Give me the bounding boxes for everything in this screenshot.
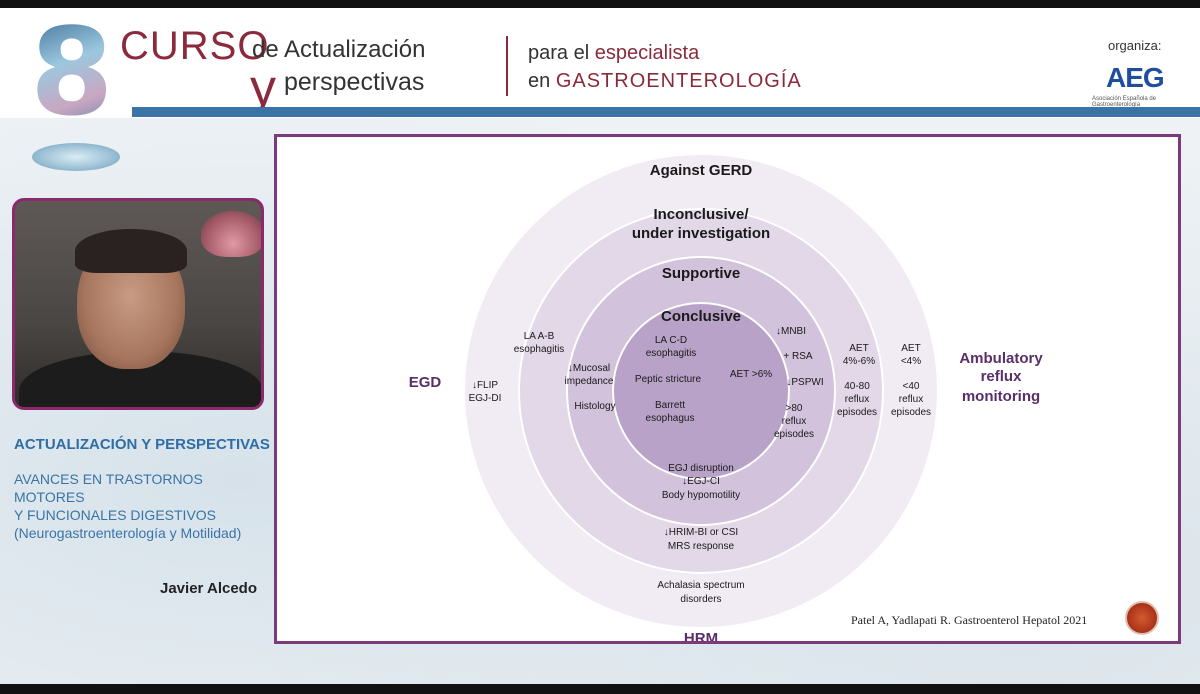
label-supportive: Supportive <box>662 265 740 282</box>
sup-gt80-3: episodes <box>774 429 814 440</box>
sup-egj-2: ↓EGJ-CI <box>682 476 720 487</box>
label-inconclusive-2: under investigation <box>632 225 770 242</box>
ring-conclusive-edge <box>612 302 790 480</box>
sup-mucosal-2: impedance <box>565 376 614 387</box>
inc-flip-2: EGJ-DI <box>469 393 502 404</box>
sup-egj-3: Body hypomotility <box>662 490 740 501</box>
ring-conclusive <box>612 302 790 480</box>
text-gastro: GASTROENTEROLOGÍA <box>555 70 802 92</box>
inner-peptic: Peptic stricture <box>635 374 702 385</box>
speaker-webcam <box>12 198 264 410</box>
subtitle-line-1: AVANCES EN TRASTORNOS MOTORES <box>14 471 203 505</box>
sup-mucosal-1: ↓Mucosal <box>568 363 610 374</box>
aeg-name: Asociación Española de Gastroenterología <box>1092 96 1157 108</box>
inc-hrim-2: MRS response <box>668 541 735 552</box>
title-curso: CURSO <box>120 24 270 68</box>
sup-la-ab-1: LA A-B <box>524 331 555 342</box>
inc-flip-1: ↓FLIP <box>472 380 498 391</box>
sup-gt80-2: reflux <box>782 416 806 427</box>
axis-egd: EGD <box>409 374 442 391</box>
speaker-hair <box>75 229 187 273</box>
bottom-black-bar <box>0 684 1200 694</box>
label-inconclusive-1: Inconclusive/ <box>653 206 749 223</box>
citation: Patel A, Yadlapati R. Gastroenterol Hepa… <box>851 613 1088 627</box>
axis-hrm: HRM <box>684 630 718 644</box>
text-especialista: especialista <box>594 42 700 64</box>
title-en-gastroenterologia: en GASTROENTEROLOGÍA <box>528 70 802 93</box>
header-divider <box>506 36 508 96</box>
subtitle-line-3: (Neurogastroenterología y Motilidad) <box>14 525 242 541</box>
gerd-evidence-diagram: Against GERD Inconclusive/ under investi… <box>409 153 1043 644</box>
inner-la-cd-2: esophagitis <box>646 348 697 359</box>
inc-r4080-2: reflux <box>845 394 869 405</box>
sup-la-ab-2: esophagitis <box>514 344 565 355</box>
ag-achal-1: Achalasia spectrum <box>657 580 744 591</box>
ag-aet4-2: <4% <box>901 356 921 367</box>
organiza-label: organiza: <box>1108 38 1162 53</box>
ring-supportive-edge <box>566 256 836 526</box>
inner-barrett-1: Barrett <box>655 400 685 411</box>
label-conclusive: Conclusive <box>661 308 741 325</box>
ag-lt40-3: episodes <box>891 407 931 418</box>
inc-r4080-1: 40-80 <box>844 381 870 392</box>
title-para-el-especialista: para el especialista <box>528 42 699 65</box>
header-banner: 8 CURSO de Actualización y perspectivas … <box>0 8 1200 134</box>
ring-inconclusive-edge <box>518 208 884 574</box>
presentation-slide: Against GERD Inconclusive/ under investi… <box>274 134 1181 644</box>
ag-achal-2: disorders <box>680 594 721 605</box>
inner-barrett-2: esophagus <box>646 413 695 424</box>
label-against-gerd: Against GERD <box>650 162 753 179</box>
inc-hrim-1: ↓HRIM-BI or CSI <box>664 527 738 538</box>
inc-r4080-3: episodes <box>837 407 877 418</box>
inner-la-cd-1: LA C-D <box>655 335 687 346</box>
ag-lt40-2: reflux <box>899 394 923 405</box>
subtitle-line-2: Y FUNCIONALES DIGESTIVOS <box>14 507 217 523</box>
ag-lt40-1: <40 <box>903 381 920 392</box>
axis-ambulatory-2: reflux <box>981 368 1023 385</box>
inc-aet46-2: 4%-6% <box>843 356 875 367</box>
course-number: 8 <box>30 4 114 143</box>
sup-mnbi: ↓MNBI <box>776 326 806 337</box>
header-blue-line <box>132 107 1200 117</box>
sup-pspwi: ↓PSPWI <box>786 377 823 388</box>
sup-egj-1: EGJ disruption <box>668 463 734 474</box>
text-para-el: para el <box>528 42 590 64</box>
journal-logo-icon <box>1125 601 1159 635</box>
inner-aet6: AET >6% <box>730 369 772 380</box>
inc-aet46-1: AET <box>849 343 868 354</box>
aeg-logo: AEG <box>1106 62 1165 93</box>
sup-rsa: + RSA <box>783 351 813 362</box>
text-en: en <box>528 70 551 92</box>
sup-gt80-1: >80 <box>786 403 803 414</box>
axis-ambulatory-3: monitoring <box>962 388 1040 405</box>
section-title: ACTUALIZACIÓN Y PERSPECTIVAS <box>14 436 270 453</box>
ring-against-edge <box>463 153 939 629</box>
speaker-name: Javier Alcedo <box>160 580 257 597</box>
title-de-actualizacion: de Actualización <box>252 36 426 63</box>
decorative-disc-icon <box>32 143 120 171</box>
lamp-icon <box>201 211 261 257</box>
axis-ambulatory-1: Ambulatory <box>959 350 1043 367</box>
sup-histology: Histology <box>574 401 615 412</box>
ag-aet4-1: AET <box>901 343 920 354</box>
section-subtitle: AVANCES EN TRASTORNOS MOTORES Y FUNCIONA… <box>14 470 264 542</box>
title-perspectivas: perspectivas <box>284 68 425 96</box>
top-black-bar <box>0 0 1200 8</box>
